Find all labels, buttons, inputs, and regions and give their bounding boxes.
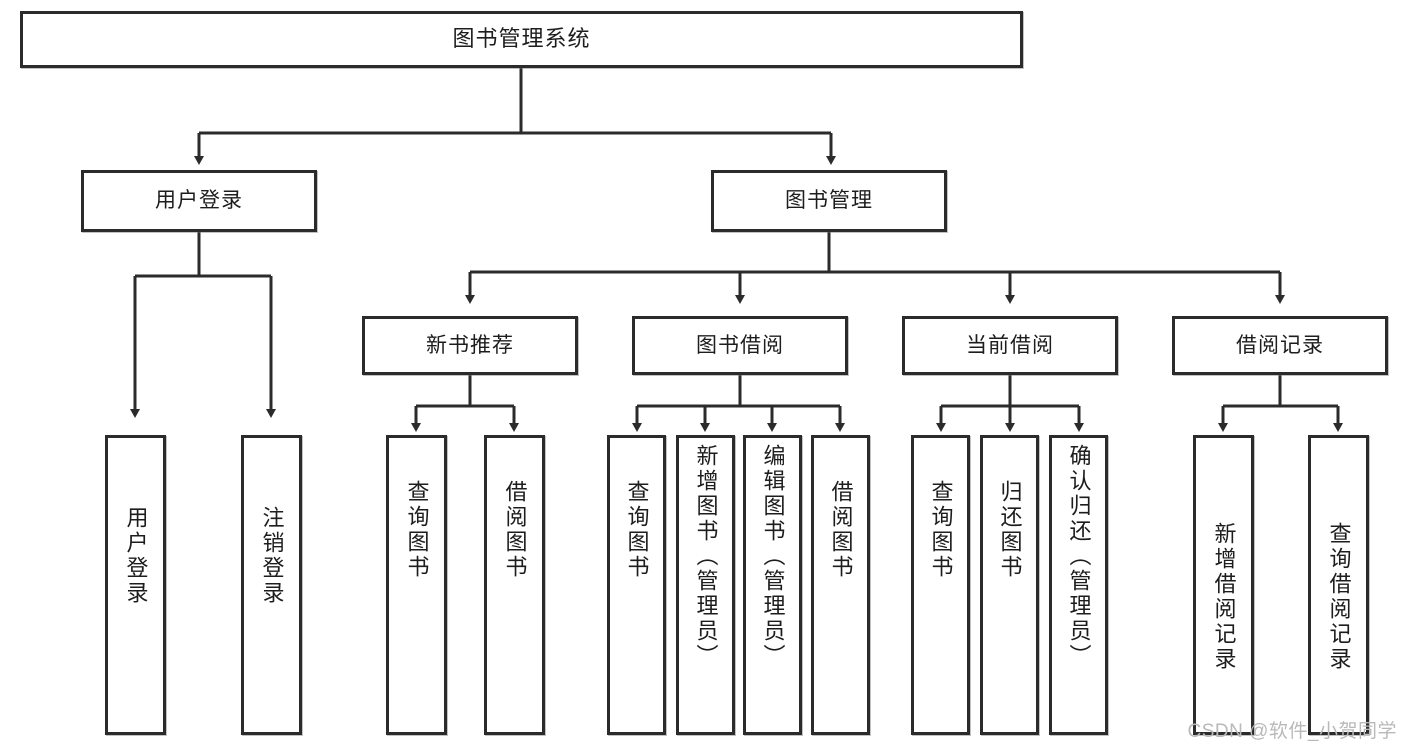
leaf-current-query-book-label: 查询图书 [928, 480, 954, 580]
leaf-record-query-record[interactable]: 查询借阅记录 [1308, 435, 1369, 735]
leaf-recommend-borrow-book[interactable]: 借阅图书 [484, 435, 545, 735]
leaf-current-query-book[interactable]: 查询图书 [911, 435, 970, 735]
leaf-record-query-record-label: 查询借阅记录 [1326, 522, 1352, 672]
leaf-record-add-record-label: 新增借阅记录 [1211, 522, 1237, 672]
leaf-current-return-book-label: 归还图书 [997, 480, 1023, 580]
leaf-borrow-borrow-book[interactable]: 借阅图书 [811, 435, 870, 735]
node-current-borrow[interactable]: 当前借阅 [902, 316, 1118, 375]
watermark: CSDN @软件_小贺同学 [1187, 721, 1397, 742]
leaf-user-login-login-label: 用户登录 [123, 506, 149, 606]
leaf-current-confirm-return[interactable]: 确认归还（管理员） [1049, 435, 1108, 735]
leaf-borrow-add-book[interactable]: 新增图书（管理员） [676, 435, 735, 735]
node-borrow-record[interactable]: 借阅记录 [1172, 316, 1388, 375]
node-borrow-record-label: 借阅记录 [1236, 333, 1324, 357]
node-book-borrow[interactable]: 图书借阅 [632, 316, 848, 375]
leaf-record-add-record[interactable]: 新增借阅记录 [1193, 435, 1254, 735]
node-user-login[interactable]: 用户登录 [81, 170, 317, 232]
node-root-label: 图书管理系统 [452, 26, 591, 52]
leaf-borrow-query-book[interactable]: 查询图书 [607, 435, 666, 735]
node-current-borrow-label: 当前借阅 [966, 333, 1054, 357]
node-book-borrow-label: 图书借阅 [696, 333, 784, 357]
node-user-login-label: 用户登录 [155, 189, 243, 213]
leaf-recommend-query-book[interactable]: 查询图书 [386, 435, 447, 735]
node-book-management-label: 图书管理 [785, 189, 873, 213]
node-book-management[interactable]: 图书管理 [711, 170, 947, 232]
node-root[interactable]: 图书管理系统 [20, 11, 1023, 68]
leaf-borrow-add-book-label: 新增图书（管理员） [693, 444, 719, 669]
leaf-user-login-logout[interactable]: 注销登录 [241, 435, 302, 735]
node-new-book-recommend[interactable]: 新书推荐 [362, 316, 578, 375]
leaf-borrow-edit-book-label: 编辑图书（管理员） [760, 444, 786, 669]
leaf-borrow-query-book-label: 查询图书 [624, 480, 650, 580]
leaf-user-login-logout-label: 注销登录 [259, 506, 285, 606]
leaf-current-return-book[interactable]: 归还图书 [980, 435, 1039, 735]
leaf-current-confirm-return-label: 确认归还（管理员） [1066, 444, 1092, 669]
leaf-user-login-login[interactable]: 用户登录 [105, 435, 166, 735]
leaf-borrow-edit-book[interactable]: 编辑图书（管理员） [743, 435, 802, 735]
leaf-borrow-borrow-book-label: 借阅图书 [828, 480, 854, 580]
leaf-recommend-borrow-book-label: 借阅图书 [502, 480, 528, 580]
leaf-recommend-query-book-label: 查询图书 [404, 480, 430, 580]
node-new-book-recommend-label: 新书推荐 [426, 333, 514, 357]
